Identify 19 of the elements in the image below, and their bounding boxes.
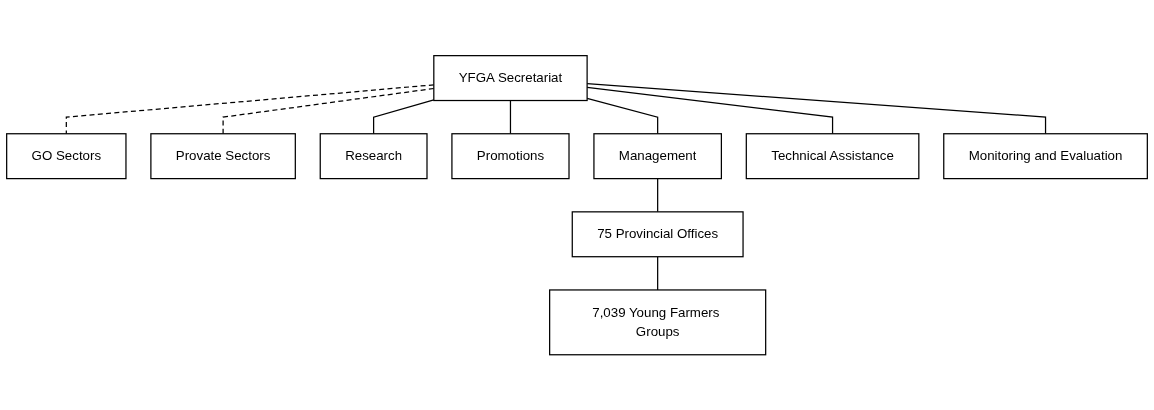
- node-box: GO Sectors: [6, 132, 127, 180]
- node-box: Management: [593, 132, 722, 180]
- connector: [222, 87, 435, 135]
- node-box: Promotions: [451, 132, 570, 180]
- connector: [509, 99, 512, 135]
- node-box: 7,039 Young Farmers Groups: [549, 289, 767, 356]
- connector: [586, 97, 659, 135]
- connector: [657, 255, 659, 291]
- node-box: Monitoring and Evaluation: [943, 132, 1148, 180]
- node-box: YFGA Secretariat: [433, 54, 588, 101]
- connector: [586, 82, 1047, 135]
- connector: [657, 177, 659, 213]
- node-box: 75 Provincial Offices: [571, 211, 744, 258]
- connector: [65, 84, 435, 135]
- node-box: Research: [319, 132, 428, 180]
- node-box: Provate Sectors: [150, 132, 296, 180]
- connector: [373, 99, 435, 135]
- node-box: Technical Assistance: [745, 132, 920, 180]
- connector: [586, 86, 834, 135]
